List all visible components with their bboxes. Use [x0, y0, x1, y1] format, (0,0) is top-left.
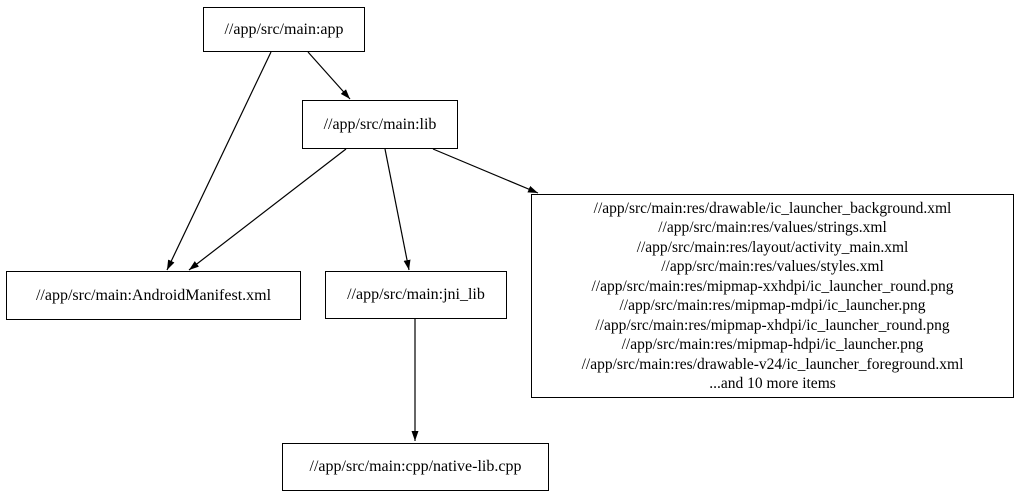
resource-item: //app/src/main:res/mipmap-xhdpi/ic_launc…: [595, 316, 950, 334]
node-resources-group: //app/src/main:res/drawable/ic_launcher_…: [531, 194, 1014, 398]
resource-item: //app/src/main:res/values/strings.xml: [658, 219, 887, 236]
node-android-manifest: //app/src/main:AndroidManifest.xml: [6, 271, 301, 320]
resource-item: //app/src/main:res/mipmap-xxhdpi/ic_laun…: [591, 277, 954, 295]
resource-item: //app/src/main:res/drawable-v24/ic_launc…: [581, 355, 964, 373]
resource-item: //app/src/main:res/mipmap-mdpi/ic_launch…: [619, 297, 926, 314]
edge-app-to-lib: [307, 51, 351, 100]
resource-item: //app/src/main:res/drawable/ic_launcher_…: [593, 199, 952, 217]
edge-app-to-manifest: [166, 51, 272, 271]
node-lib: //app/src/main:lib: [302, 100, 458, 149]
node-android-manifest-label: //app/src/main:AndroidManifest.xml: [35, 286, 272, 304]
node-jni-lib: //app/src/main:jni_lib: [325, 271, 507, 319]
edge-lib-to-resources: [432, 148, 539, 194]
node-app-label: //app/src/main:app: [224, 20, 344, 38]
edge-lib-to-manifest: [188, 148, 347, 271]
node-native-lib-cpp: //app/src/main:cpp/native-lib.cpp: [282, 443, 549, 491]
node-jni-lib-label: //app/src/main:jni_lib: [347, 286, 485, 303]
resource-item: //app/src/main:res/layout/activity_main.…: [636, 238, 909, 256]
node-app: //app/src/main:app: [203, 7, 365, 52]
resource-item: //app/src/main:res/mipmap-hdpi/ic_launch…: [621, 336, 924, 353]
resource-item: //app/src/main:res/values/styles.xml: [661, 258, 884, 275]
node-lib-label: //app/src/main:lib: [323, 115, 437, 133]
node-native-lib-cpp-label: //app/src/main:cpp/native-lib.cpp: [309, 458, 522, 475]
resource-more-items: ...and 10 more items: [709, 375, 836, 392]
edge-lib-to-jni-lib: [384, 148, 411, 271]
